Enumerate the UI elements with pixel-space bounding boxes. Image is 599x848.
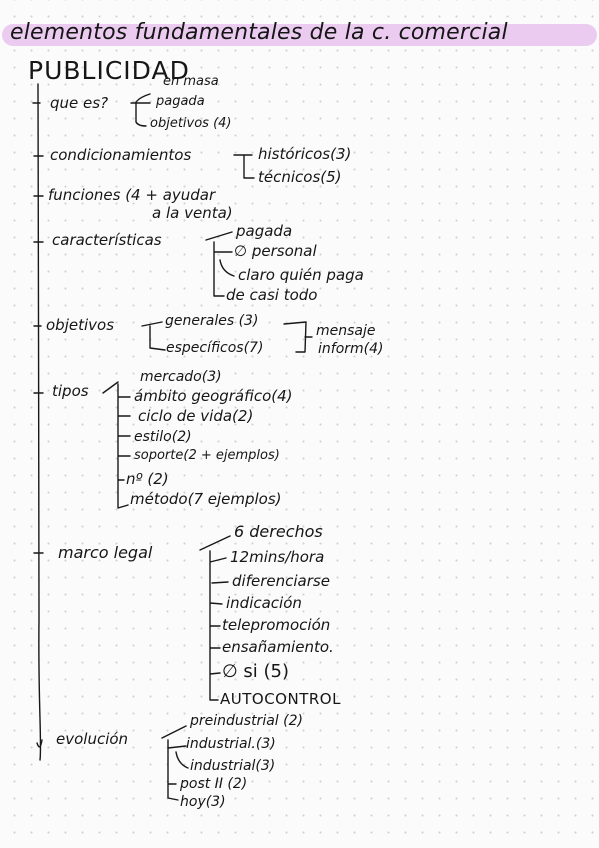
condicionamientos-label: condicionamientos: [50, 146, 192, 164]
bracket-condicionamientos: [233, 154, 255, 179]
title-highlight: [2, 24, 597, 46]
evolucion-label: evolución: [56, 730, 129, 748]
evolucion-item: post II (2): [180, 776, 248, 792]
page-title: elementos fundamentales de la c. comerci…: [10, 20, 508, 45]
caracteristicas-item: de casi todo: [226, 286, 318, 304]
tipos-label: tipos: [52, 382, 89, 400]
marco-legal-item: AUTOCONTROL: [220, 690, 341, 708]
evolucion-item: hoy(3): [180, 794, 226, 810]
marco-legal-item: ensañamiento.: [222, 638, 334, 656]
marco-legal-item: 6 derechos: [234, 522, 323, 541]
objetivos-note: inform(4): [318, 341, 384, 357]
que-es-item: pagada: [156, 94, 205, 109]
objetivos-item: específicos(7): [166, 340, 264, 356]
tipos-item: soporte(2 + ejemplos): [134, 448, 280, 463]
marco-legal-item: telepromoción: [222, 616, 331, 634]
bracket-evolucion: [161, 725, 189, 801]
bracket-marco-legal: [199, 535, 231, 701]
caracteristicas-item: pagada: [236, 222, 293, 240]
marco-legal-label: marco legal: [58, 543, 153, 562]
tipos-item: método(7 ejemplos): [130, 490, 282, 508]
caracteristicas-item: ∅ personal: [234, 242, 317, 260]
marco-legal-item: ∅ si (5): [222, 661, 289, 682]
que-es-label: que es?: [50, 94, 109, 112]
que-es-item: en masa: [163, 74, 219, 89]
bracket-objetivos: [141, 321, 166, 351]
condicionamientos-item: históricos(3): [258, 145, 352, 163]
evolucion-item: industrial(3): [190, 758, 276, 774]
main-topic: PUBLICIDAD: [28, 56, 190, 85]
tipos-item: estilo(2): [134, 429, 192, 445]
bracket-caracteristicas: [205, 231, 235, 297]
marco-legal-item: 12mins/hora: [230, 548, 325, 566]
marco-legal-item: diferenciarse: [232, 572, 330, 590]
tipos-item: mercado(3): [140, 369, 222, 385]
tipos-item: ciclo de vida(2): [138, 407, 254, 425]
tipos-item: nº (2): [126, 470, 169, 488]
caracteristicas-label: características: [52, 231, 162, 249]
objetivos-item: generales (3): [165, 313, 259, 329]
tick-evolucion: [36, 739, 43, 748]
bracket-que-es: [135, 93, 151, 127]
funciones-line: a la venta): [152, 204, 233, 222]
bracket-tipos: [102, 381, 131, 509]
evolucion-item: preindustrial (2): [190, 713, 303, 729]
objetivos-label: objetivos: [46, 316, 115, 334]
evolucion-item: industrial.(3): [186, 736, 276, 752]
condicionamientos-item: técnicos(5): [258, 168, 342, 186]
main-spine-line: [37, 83, 42, 761]
bracket-objetivos-right: [283, 321, 313, 353]
funciones-line: funciones (4 + ayudar: [48, 186, 216, 204]
marco-legal-item: indicación: [226, 594, 302, 612]
tipos-item: ámbito geográfico(4): [134, 387, 293, 405]
objetivos-note: mensaje: [316, 323, 376, 339]
caracteristicas-item: claro quién paga: [238, 266, 364, 284]
que-es-item: objetivos (4): [150, 116, 232, 131]
